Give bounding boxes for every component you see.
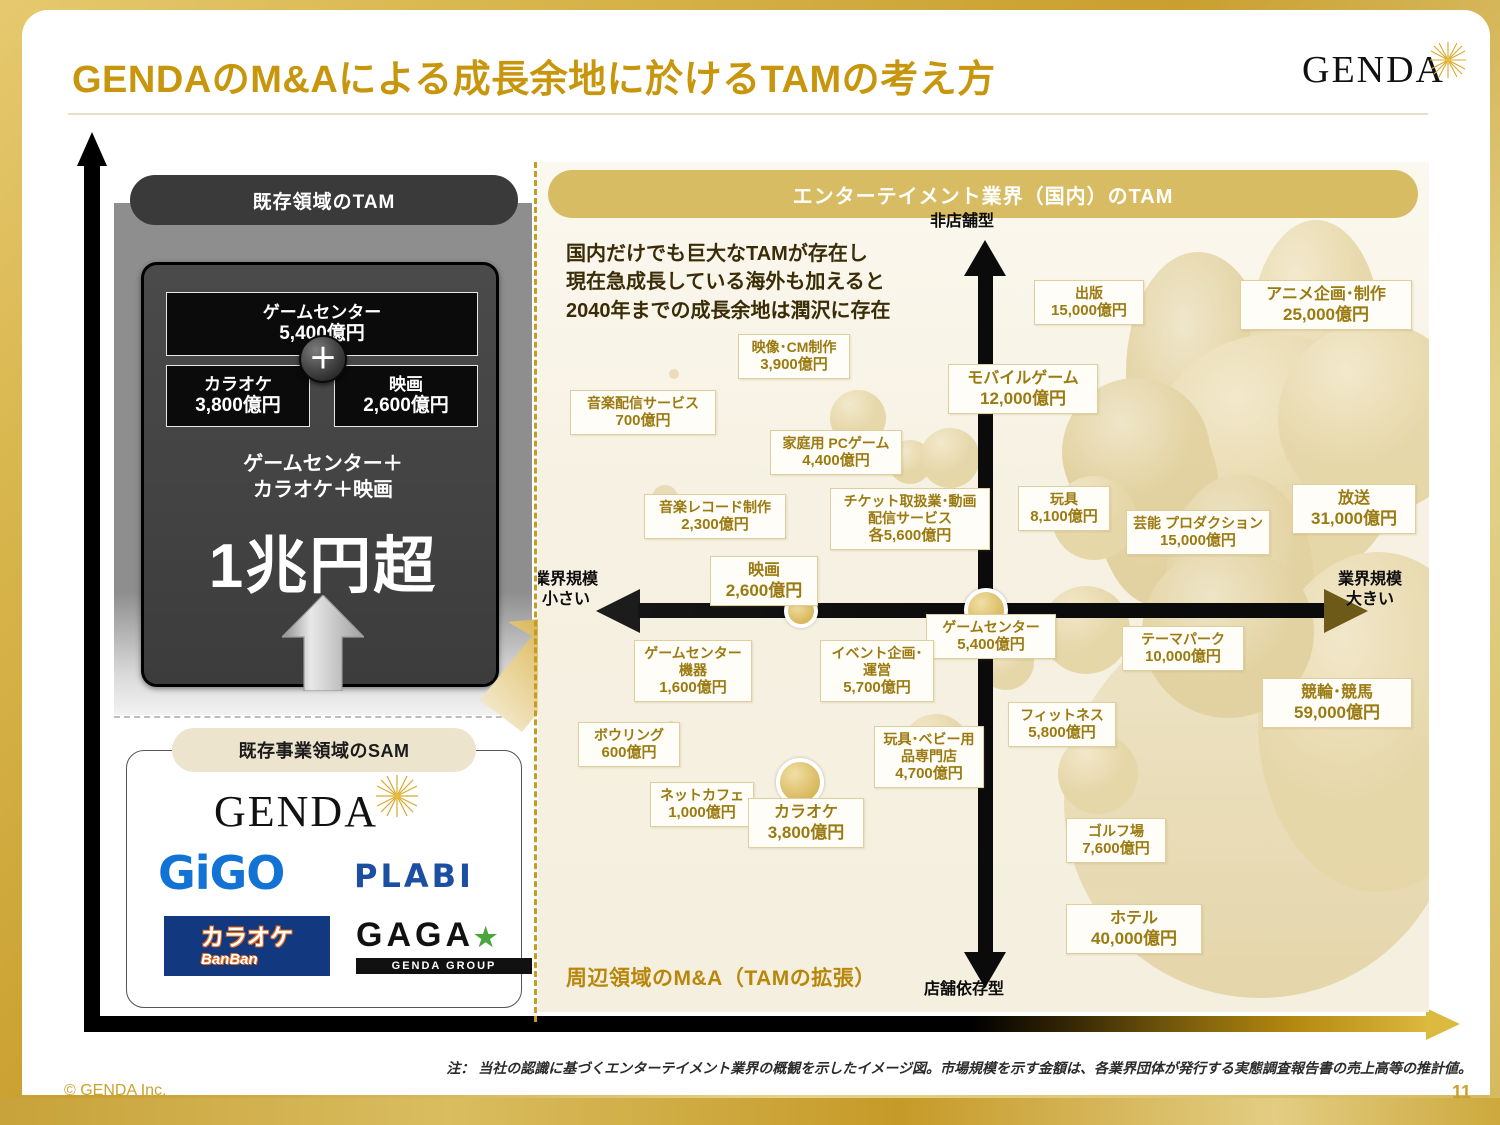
plabi-logo: PLABI [354,856,514,896]
karaoke-banban-logo: カラオケ BanBan [164,916,330,976]
karaoke-banban-bottom: BanBan [201,950,258,968]
title-divider [68,113,1428,115]
genda-logo-text: GENDA [214,787,378,836]
entertainment-tam-header: エンターテイメント業界（国内）のTAM [548,170,1418,218]
tam-header-pill: 既存領域のTAM [130,175,518,225]
peripheral-ma-caption: 周辺領域のM&A（TAMの拡張） [566,967,876,990]
tam-label-net-cafe: ネットカフェ 1,000億円 [650,782,754,828]
tam-label-talent-production: 芸能 プロダクション 15,000億円 [1126,510,1270,556]
upward-arrow-icon [282,595,364,691]
tam-label-anime-production: アニメ企画･制作 25,000億円 [1240,280,1412,331]
tam-label-bowling: ボウリング 600億円 [578,722,680,768]
tam-label-golf-course: ゴルフ場 7,600億円 [1066,818,1166,864]
quadrant-axis-left-arrowhead [596,589,640,633]
tam-box-label: ゲームセンター [262,302,382,322]
tam-label-karaoke: カラオケ 3,800億円 [748,798,864,849]
slide-page: GENDAのM&Aによる成長余地に於けるTAMの考え方 GENDA 既存領域のT… [22,10,1490,1102]
intro-line-1: 国内だけでも巨大なTAMが存在し [566,243,868,265]
tam-box-karaoke: カラオケ 3,800億円 [166,365,310,427]
gaga-logo-subtext: GENDA GROUP [356,958,532,974]
tam-label-music-record: 音楽レコード制作 2,300億円 [644,494,786,540]
tam-label-console-pc-game: 家庭用 PCゲーム 4,400億円 [770,430,902,476]
bottom-gold-band [0,1098,1500,1125]
tam-label-publishing: 出版 15,000億円 [1034,280,1144,326]
sparkle-icon [376,775,418,817]
tam-box-label: カラオケ [204,374,272,394]
tam-label-movie: 映画 2,600億円 [710,556,818,607]
page-number: 11 [1452,1082,1472,1102]
tam-box-label: 映画 [389,374,423,394]
tam-label-hotel: ホテル 40,000億円 [1066,904,1202,955]
plabi-logo-text: PLABI [354,857,474,895]
axis-label-left: 業界規模 小さい [538,571,599,608]
quadrant-axis-right-arrowhead [1324,589,1368,633]
intro-line-2: 現在急成長している海外も加えると [566,271,885,294]
intro-text: 国内だけでも巨大なTAMが存在し 現在急成長している海外も加えると 2040年ま… [566,240,986,325]
tam-box-amount: 3,800億円 [195,394,281,416]
gaga-logo-text: GAGA★ [356,916,502,954]
plus-icon: ＋ [299,335,347,383]
tam-label-music-streaming: 音楽配信サービス 700億円 [570,390,716,436]
existing-sam-panel: 既存事業領域のSAM GENDA GiGO PLABI [118,728,532,1010]
star-icon: ★ [474,922,502,952]
karaoke-banban-top: カラオケ [201,923,293,950]
tam-sum-value: 1兆円超 [208,532,438,601]
page-title: GENDAのM&Aによる成長余地に於けるTAMの考え方 [72,59,996,101]
panel-separator [534,162,537,1022]
tam-label-toys: 玩具 8,100億円 [1018,486,1110,532]
existing-tam-panel: 既存領域のTAM ゲームセンター 5,400億円 カラオケ 3,800億円 映画… [114,175,532,720]
tam-card: ゲームセンター 5,400億円 カラオケ 3,800億円 映画 2,600億円 … [141,262,502,691]
tam-label-game-center: ゲームセンター 5,400億円 [926,614,1056,660]
genda-logo: GENDA [214,775,434,836]
sam-header-pill: 既存事業領域のSAM [172,728,476,772]
tam-label-theme-park: テーマパーク 10,000億円 [1122,626,1244,672]
intro-line-3: 2040年までの成長余地は潤沢に存在 [566,299,891,322]
tam-sum-label: ゲームセンター＋ カラオケ＋映画 [144,451,502,504]
axis-label-right: 業界規模 大きい [1338,571,1403,608]
tam-label-broadcasting: 放送 31,000億円 [1292,484,1416,535]
tam-box-amount: 5,400億円 [279,322,365,344]
entertainment-tam-panel: エンターテイメント業界（国内）のTAM 国内だけでも巨大なTAMが存在し 現在急… [538,162,1429,1012]
quadrant-axis-down-arrowhead [964,952,1006,988]
footnote: 注： 当社の認識に基づくエンターテイメント業界の概観を示したイメージ図。市場規模… [446,1060,1472,1076]
growth-axis-horizontal-arrowhead [1426,1008,1460,1040]
tam-label-ticketing-video-delivery: チケット取扱業･動画配信サービス 各5,600億円 [830,488,990,551]
tam-label-fitness: フィットネス 5,800億円 [1008,702,1116,748]
growth-axis-arrowhead [77,132,107,166]
brand-wordmark: GENDA [1302,49,1445,91]
tam-label-game-center-equipment: ゲームセンター機器 1,600億円 [634,640,752,703]
axis-label-top: 非店舗型 [930,213,995,230]
tam-label-event-planning: イベント企画･運営 5,700億円 [820,640,934,703]
growth-axis-vertical [84,162,100,1032]
tam-sum-label-line2: カラオケ＋映画 [253,479,393,502]
tam-sam-divider [114,716,532,718]
tam-label-keirin-keiba: 競輪･競馬 59,000億円 [1262,678,1412,729]
tam-label-video-cm: 映像･CM制作 3,900億円 [738,334,850,380]
tam-box-amount: 2,600億円 [363,394,449,416]
copyright: © GENDA Inc. [64,1082,167,1099]
tam-sum-label-line1: ゲームセンター＋ [243,453,403,475]
axis-label-bottom: 店舗依存型 [924,981,1005,998]
tam-label-toy-baby-store: 玩具･ベビー用品専門店 4,700億円 [874,726,984,789]
tam-box-movie: 映画 2,600億円 [334,365,478,427]
gaga-logo: GAGA★ GENDA GROUP [356,916,532,974]
sparkle-icon [1430,42,1466,78]
growth-axis-horizontal [84,1016,1429,1032]
gigo-logo: GiGO [158,846,285,900]
genda-brand-logo: GENDA [1302,42,1472,98]
tam-label-mobile-game: モバイルゲーム 12,000億円 [948,364,1098,415]
